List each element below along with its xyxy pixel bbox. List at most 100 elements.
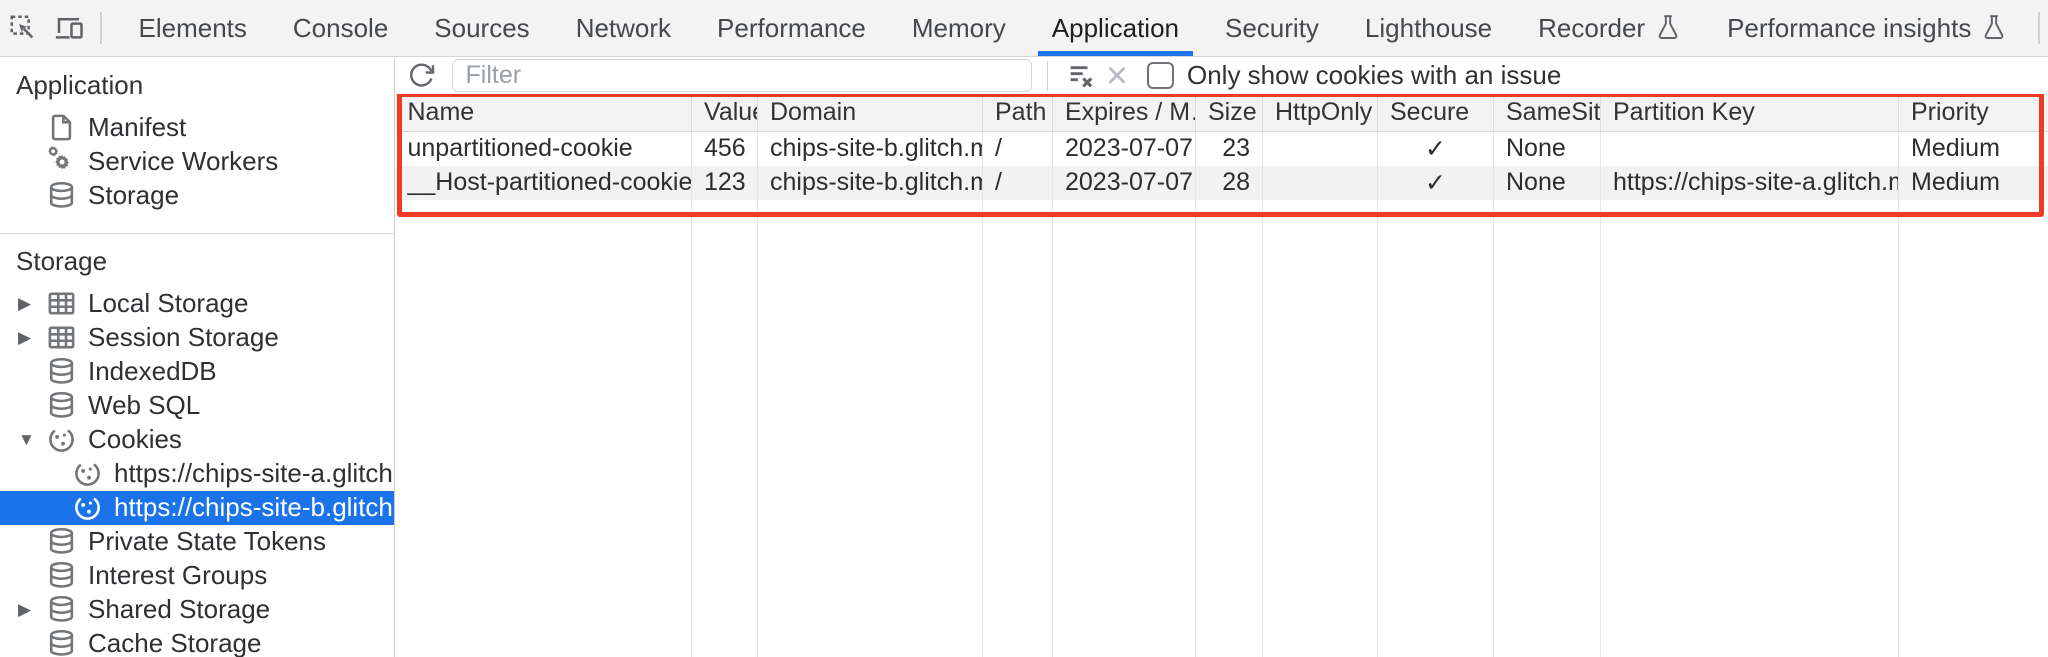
tab-label: Memory [911, 12, 1006, 43]
sidebar-item-label: Storage [88, 180, 180, 210]
tab-performance-insights[interactable]: Performance insights [1711, 0, 2023, 56]
tab-network[interactable]: Network [560, 0, 687, 56]
cell-partition-key [1600, 131, 1899, 166]
column-header-domain[interactable]: Domain [757, 93, 983, 132]
sidebar-item-label: Cookies [88, 424, 182, 454]
flask-icon [1655, 14, 1681, 42]
clear-filter-icon[interactable] [1063, 59, 1099, 93]
tab-application[interactable]: Application [1036, 0, 1195, 56]
database-icon [46, 628, 77, 657]
cell-secure: ✓ [1377, 165, 1494, 200]
cell-name: __Host-partitioned-cookie [395, 165, 692, 200]
tab-label: Network [575, 12, 672, 43]
chevron-right-icon[interactable]: ▶ [18, 327, 32, 347]
document-icon [46, 112, 77, 143]
cell-partition-key: https://chips-site-a.glitch.me [1600, 165, 1899, 200]
cookie-icon [72, 492, 103, 523]
sidebar-item-service-workers[interactable]: Service Workers [0, 145, 394, 179]
column-header-secure[interactable]: Secure [1377, 93, 1494, 132]
tab-lighthouse[interactable]: Lighthouse [1349, 0, 1508, 56]
cell-samesite: None [1493, 165, 1601, 200]
sidebar-section-title-application: Application [16, 69, 144, 100]
tab-security[interactable]: Security [1209, 0, 1335, 56]
chevron-right-icon[interactable]: ▶ [18, 293, 32, 313]
empty-cell [1898, 199, 2048, 657]
empty-cell [395, 199, 692, 657]
sidebar-item-label: Shared Storage [88, 594, 271, 624]
tabbar-right-controls: ⋮ × [2030, 5, 2048, 51]
tab-elements[interactable]: Elements [123, 0, 263, 56]
cell-httponly [1262, 165, 1378, 200]
tab-console[interactable]: Console [277, 0, 404, 56]
column-header-path[interactable]: Path [982, 93, 1053, 132]
cell-value: 123 [691, 165, 758, 200]
database-icon [46, 594, 77, 625]
sidebar-item-manifest[interactable]: Manifest [0, 111, 394, 145]
database-icon [46, 180, 77, 211]
column-header-samesite[interactable]: SameSite [1493, 93, 1601, 132]
device-toolbar-icon[interactable] [46, 5, 92, 51]
cell-domain: chips-site-b.glitch.me [757, 131, 983, 166]
sidebar-item-storage[interactable]: Storage [0, 179, 394, 213]
cell-expires-m: 2023-07-07… [1052, 131, 1196, 166]
chevron-down-icon[interactable]: ▼ [18, 429, 35, 449]
sidebar-item-cookies[interactable]: ▼ Cookies [0, 423, 394, 457]
table-icon [46, 288, 77, 319]
only-issues-checkbox[interactable] [1147, 62, 1174, 89]
sidebar-section-divider [0, 232, 394, 234]
sidebar-item-session-storage[interactable]: ▶ Session Storage [0, 321, 394, 355]
tab-label: Performance insights [1727, 12, 1972, 43]
sidebar-item-interest-groups[interactable]: Interest Groups [0, 559, 394, 593]
column-header-expires-m[interactable]: Expires / M… [1052, 93, 1196, 132]
empty-cell [1493, 199, 1601, 657]
sidebar-item-https-chips-site-a-glitch-me[interactable]: https://chips-site-a.glitch.me [0, 457, 394, 491]
only-issues-label[interactable]: Only show cookies with an issue [1187, 60, 1562, 90]
tab-recorder[interactable]: Recorder [1522, 0, 1697, 56]
tab-label: Application [1051, 12, 1179, 43]
table-header-row: NameValueDomainPathExpires / M…SizeHttpO… [395, 93, 2048, 132]
tab-sources[interactable]: Sources [418, 0, 545, 56]
service-worker-icon [46, 146, 77, 177]
cell-size: 28 [1195, 165, 1263, 200]
database-icon [46, 390, 77, 421]
column-header-size[interactable]: Size [1195, 93, 1263, 132]
column-header-partition-key[interactable]: Partition Key [1600, 93, 1899, 132]
cookies-table-area: NameValueDomainPathExpires / M…SizeHttpO… [395, 93, 2048, 657]
chevron-right-icon[interactable]: ▶ [18, 599, 32, 619]
sidebar-section-title-storage: Storage [16, 245, 108, 276]
sidebar-item-private-state-tokens[interactable]: Private State Tokens [0, 525, 394, 559]
cookie-icon [46, 424, 77, 455]
sidebar-item-local-storage[interactable]: ▶Local Storage [0, 287, 394, 321]
cell-size: 23 [1195, 131, 1263, 166]
sidebar-item-cache-storage[interactable]: Cache Storage [0, 627, 394, 657]
column-header-name[interactable]: Name [395, 93, 692, 132]
sidebar-item-shared-storage[interactable]: ▶ Shared Storage [0, 593, 394, 627]
sidebar-item-https-chips-site-b-glitch-me[interactable]: https://chips-site-b.glitch.me [0, 490, 394, 525]
sidebar-item-label: Manifest [88, 112, 187, 142]
column-header-httponly[interactable]: HttpOnly [1262, 93, 1378, 132]
tab-label: Sources [434, 12, 530, 43]
tab-label: Lighthouse [1364, 12, 1493, 43]
tab-performance[interactable]: Performance [701, 0, 882, 56]
delete-selected-icon[interactable]: × [1105, 54, 1129, 97]
inspect-element-icon[interactable] [0, 5, 46, 51]
toolbar-divider [1046, 60, 1048, 91]
sidebar-item-label: Session Storage [88, 322, 279, 352]
database-icon [46, 356, 77, 387]
refresh-icon[interactable] [404, 59, 440, 93]
table-icon [46, 322, 77, 353]
sidebar-item-web-sql[interactable]: Web SQL [0, 389, 394, 423]
filter-input[interactable] [451, 59, 1032, 92]
sidebar-item-indexeddb[interactable]: IndexedDB [0, 355, 394, 389]
empty-cell [1052, 199, 1196, 657]
column-header-value[interactable]: Value [691, 93, 758, 132]
empty-cell [1377, 199, 1494, 657]
sidebar-item-label: Interest Groups [88, 560, 268, 590]
sidebar-item-label: Cache Storage [88, 628, 262, 657]
cell-samesite: None [1493, 131, 1601, 166]
tab-memory[interactable]: Memory [896, 0, 1022, 56]
column-header-priority[interactable]: Priority [1898, 93, 2048, 132]
